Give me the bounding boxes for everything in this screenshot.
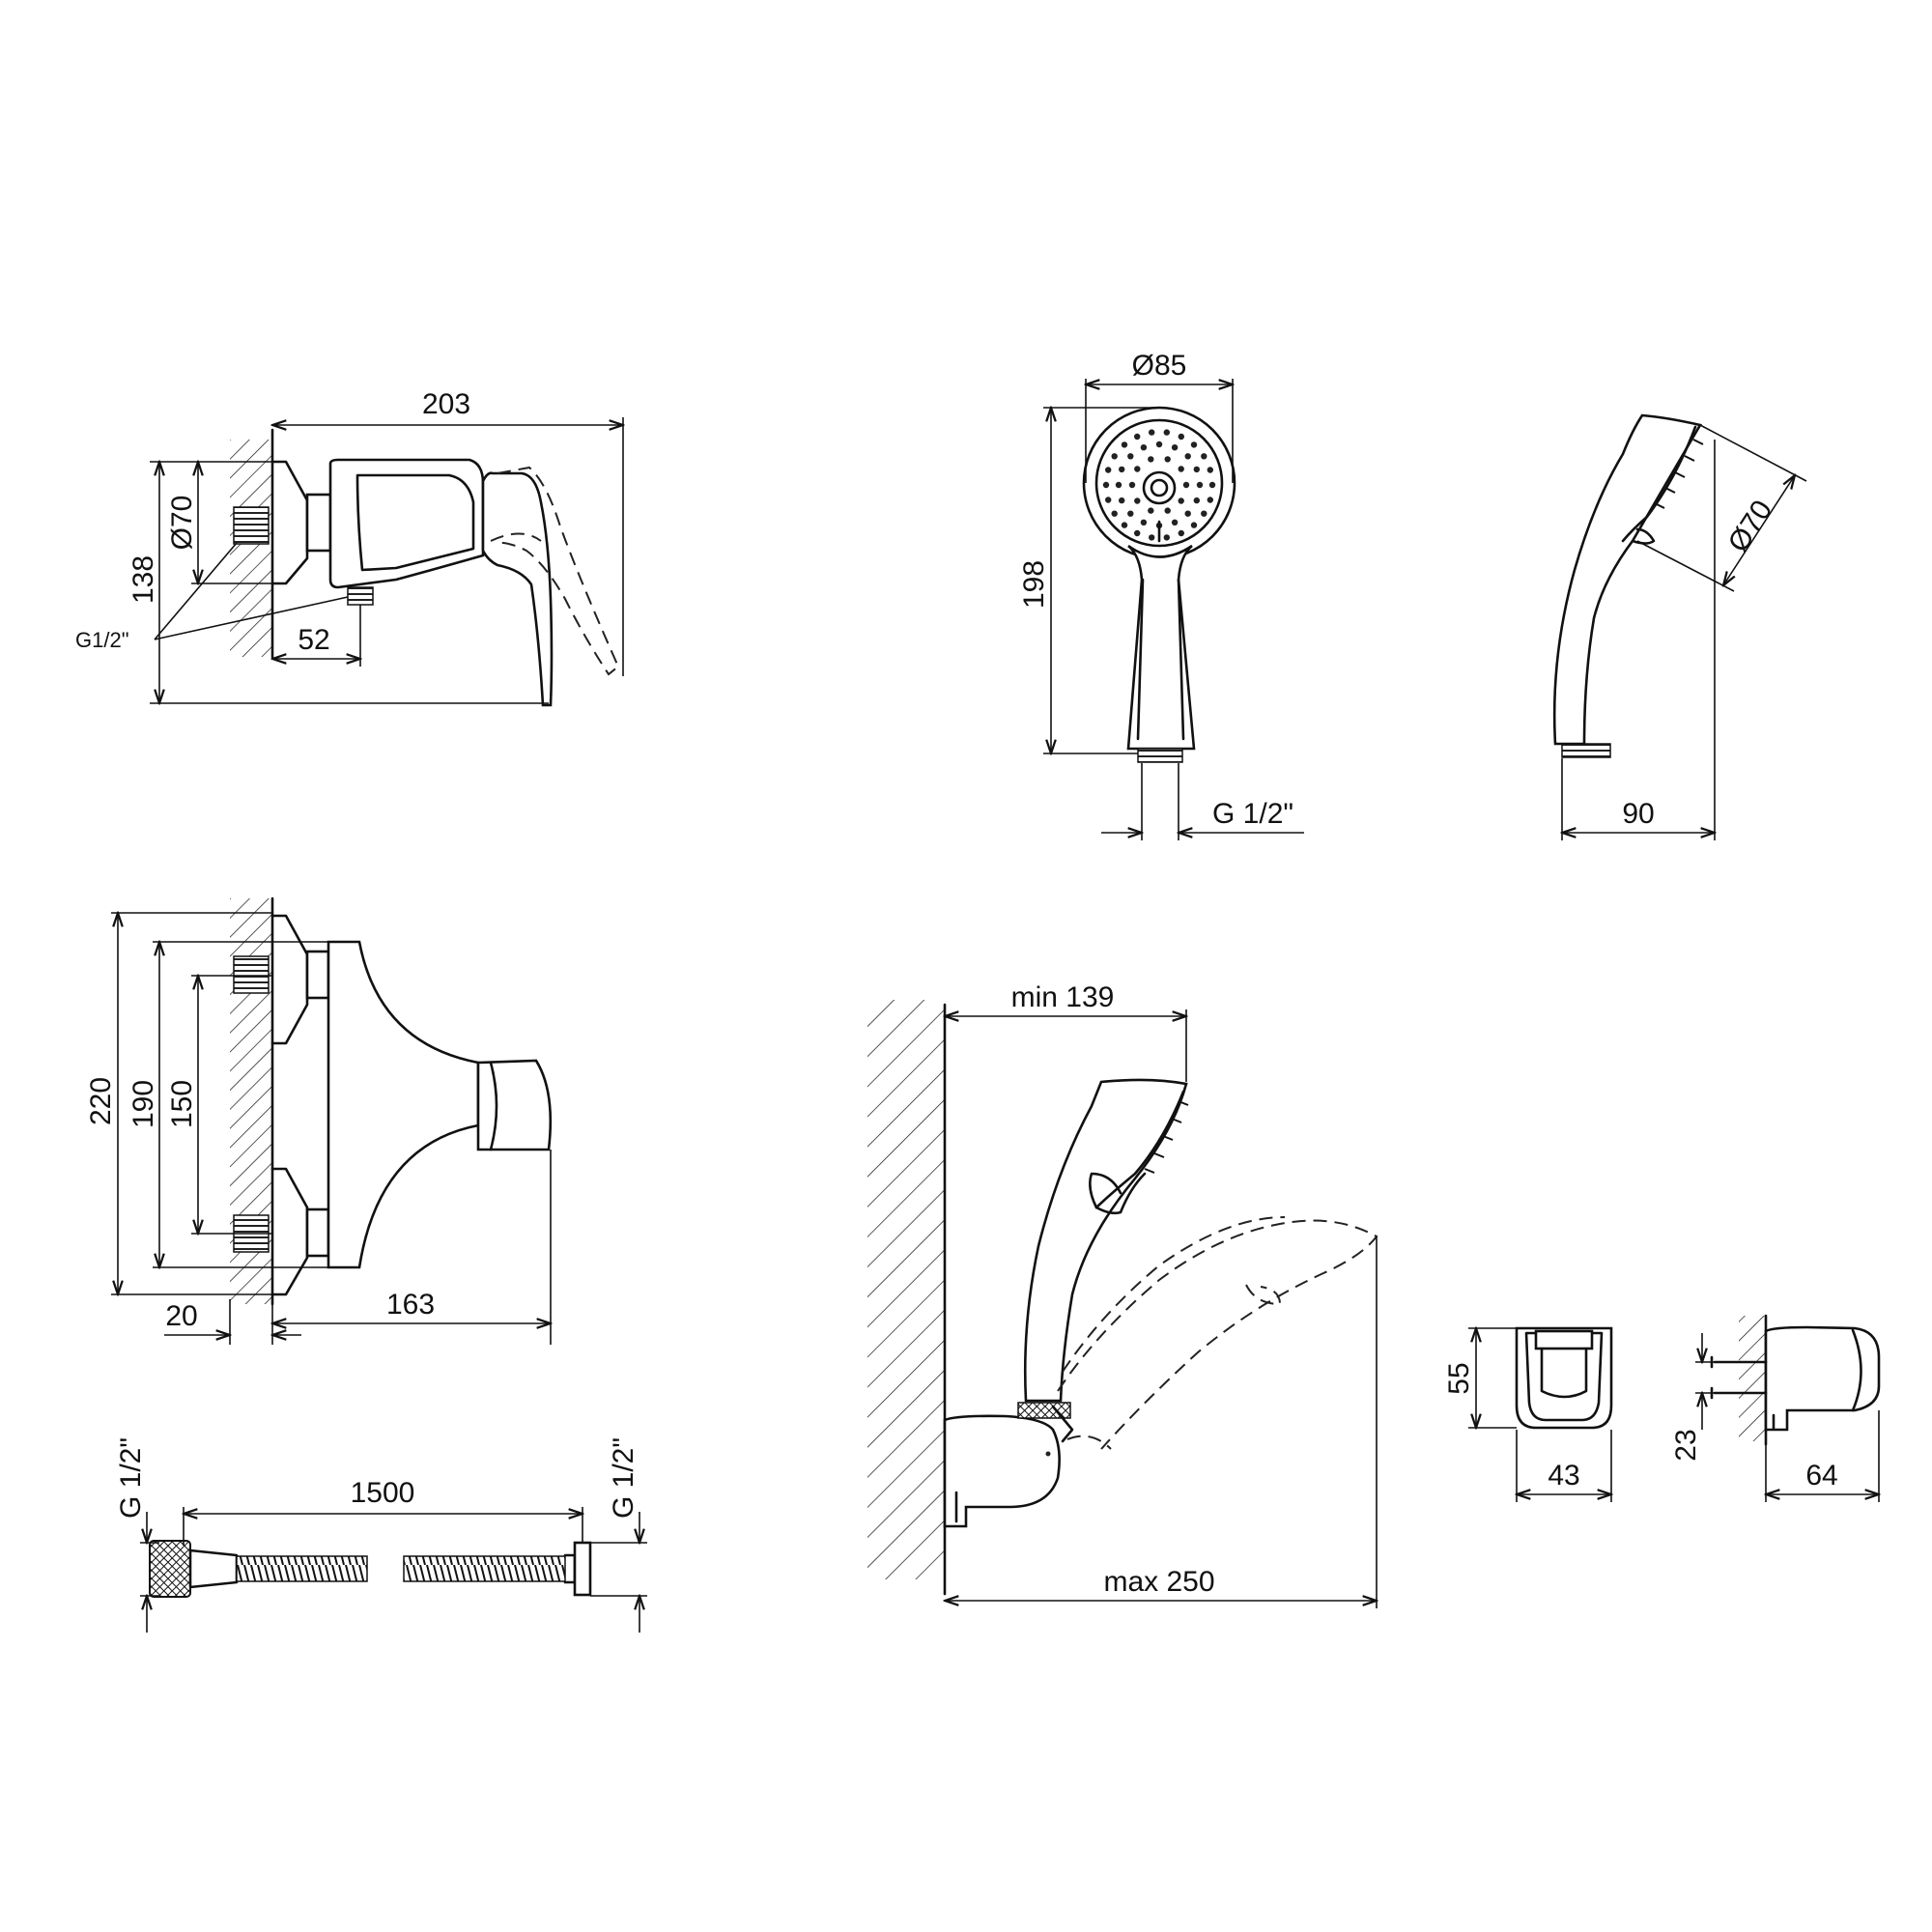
nozzle-dot <box>1182 481 1190 489</box>
nozzle-dot <box>1196 481 1204 489</box>
nozzle-dot <box>1149 429 1155 436</box>
thread-left: G 1/2" <box>115 1437 147 1519</box>
dim-55: 55 <box>1443 1362 1475 1394</box>
nozzle-dot <box>1190 441 1198 448</box>
nozzle-dot <box>1163 429 1171 436</box>
nozzle-dot <box>1134 497 1141 504</box>
thread-note-g12: G1/2" <box>75 628 129 652</box>
dim-max: max 250 <box>1103 1566 1214 1598</box>
nozzle-dot <box>1127 510 1134 517</box>
inlet-thread <box>233 506 270 545</box>
hand-shower-side-view: Ø70 90 <box>1552 413 1807 840</box>
nozzle-dot <box>1201 453 1208 460</box>
side-nozzle-marks <box>1654 439 1704 509</box>
dim-150: 150 <box>166 1080 198 1128</box>
nozzle-dot <box>1207 467 1214 473</box>
nozzle-dot <box>1148 456 1154 463</box>
nozzle-dot <box>1149 534 1155 541</box>
dim-64: 64 <box>1805 1460 1837 1492</box>
dim-52: 52 <box>298 624 329 656</box>
nozzle-dot <box>1208 481 1216 489</box>
nozzle-dot <box>1134 466 1141 472</box>
dim-23: 23 <box>1670 1429 1702 1461</box>
nozzle-dot <box>1207 497 1214 503</box>
holder-side-view: 23 64 <box>1670 1314 1879 1502</box>
dim-203: 203 <box>422 388 470 420</box>
dim-1500: 1500 <box>351 1477 415 1509</box>
nozzle-dot <box>1121 441 1128 448</box>
nozzle-dot <box>1184 510 1191 517</box>
wall-hatch <box>230 440 272 657</box>
shower-nozzles <box>1102 429 1216 541</box>
dim-43: 43 <box>1548 1460 1579 1492</box>
nozzle-dot <box>1178 497 1184 504</box>
nozzle-dot <box>1128 481 1136 489</box>
nozzle-dot <box>1119 497 1125 504</box>
nozzle-dot <box>1171 519 1179 526</box>
nozzle-dot <box>1163 534 1171 541</box>
nozzle-dot <box>1140 444 1148 451</box>
dim-138: 138 <box>128 555 159 604</box>
dim-163: 163 <box>386 1289 435 1321</box>
nozzle-dot <box>1164 507 1171 514</box>
thread-g12-shower: G 1/2" <box>1212 798 1293 830</box>
nozzle-dot <box>1134 529 1141 537</box>
nozzle-dot <box>1193 497 1201 504</box>
installed-holder-view: min 139 max 250 <box>867 981 1377 1608</box>
dim-head-dia: Ø85 <box>1132 350 1187 382</box>
nozzle-dot <box>1178 433 1185 440</box>
dim-min: min 139 <box>1011 981 1115 1013</box>
nozzle-dot <box>1140 519 1148 526</box>
nozzle-dot <box>1184 453 1191 460</box>
nozzle-dot <box>1105 467 1112 473</box>
nozzle-dot <box>1115 481 1122 489</box>
shower-side-nozzles <box>1144 1100 1189 1174</box>
nozzle-dot <box>1171 444 1179 451</box>
dim-side-dia: Ø70 <box>1722 495 1779 558</box>
nozzle-dot <box>1121 522 1128 528</box>
holder-front-view: 55 43 <box>1443 1328 1611 1502</box>
thread-right: G 1/2" <box>608 1437 639 1519</box>
nozzle-dot <box>1178 529 1185 537</box>
nozzle-dot <box>1148 507 1154 514</box>
nozzle-dot <box>1201 510 1208 517</box>
dim-198: 198 <box>1018 560 1050 609</box>
nozzle-dot <box>1119 466 1125 473</box>
dim-220: 220 <box>85 1077 117 1125</box>
dim-90: 90 <box>1622 798 1654 830</box>
nozzle-dot <box>1127 453 1134 460</box>
nozzle-dot <box>1193 466 1201 473</box>
dim-flange-dia: Ø70 <box>166 496 198 551</box>
nozzle-dot <box>1102 481 1110 489</box>
nozzle-dot <box>1111 453 1118 460</box>
hose-left-nut <box>149 1540 191 1598</box>
nozzle-dot <box>1155 440 1163 448</box>
nozzle-dot <box>1190 522 1198 528</box>
nozzle-dot <box>1111 510 1118 517</box>
nozzle-dot <box>1105 497 1112 503</box>
hand-shower-front-view: Ø85 198 G 1/2" <box>1018 350 1304 840</box>
dim-190: 190 <box>128 1080 159 1128</box>
mixer-front-view: 220 190 150 20 163 <box>85 896 551 1345</box>
nozzle-dot <box>1164 456 1171 463</box>
nozzle-dot <box>1178 466 1184 472</box>
hose-view: 1500 G 1/2" G 1/2" <box>115 1437 647 1633</box>
mixer-side-view: 203 138 Ø70 G1/2" 52 <box>75 388 623 707</box>
dim-20: 20 <box>165 1300 197 1332</box>
nozzle-dot <box>1134 433 1141 440</box>
